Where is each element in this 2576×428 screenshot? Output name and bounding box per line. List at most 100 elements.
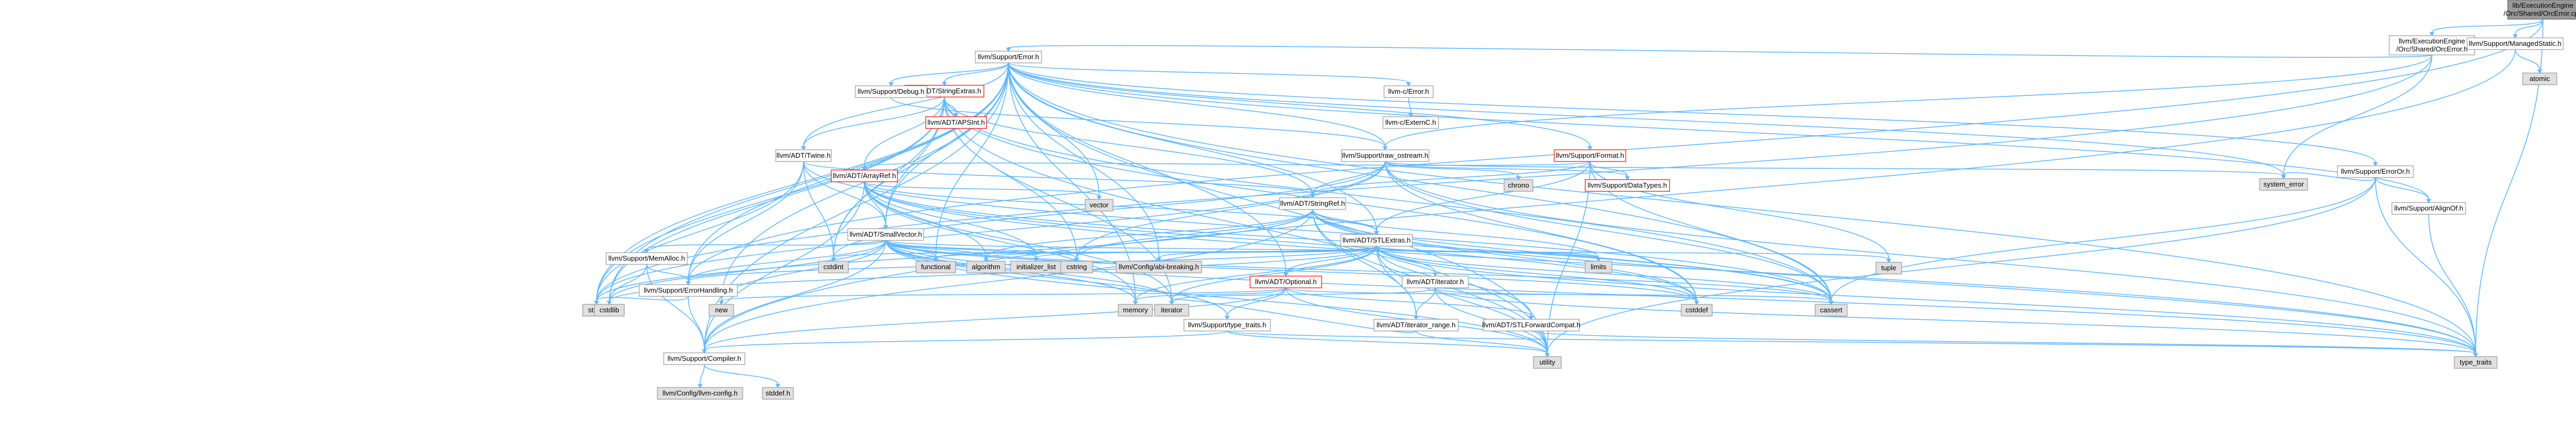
node-box-cassert [1815,304,1848,317]
graph-nodes: lib/ExecutionEngine/Orc/Shared/OrcError.… [582,0,2576,400]
node-label-orcerror_h: llvm/ExecutionEngine [2399,37,2465,45]
edge-error_h-to-cassert [1008,62,1832,302]
edge-stringextras-to-twine [803,96,945,147]
edge-error_h-to-smallvector [885,62,1009,226]
edge-stlextras-to-iterator [1171,246,1377,302]
edge-arrowhead-stlextras-to-algorithm [983,257,989,262]
node-new: new [709,304,734,317]
node-externc[interactable]: llvm-c/ExternC.h [1382,116,1439,129]
edge-iterator_h-to-iterator [1171,287,1436,302]
edge-format_h-to-datatypes [1589,161,1628,177]
edge-root-to-orcerror_h [2431,19,2543,33]
node-box-error_h [975,51,1042,63]
node-iterator_h[interactable]: llvm/ADT/iterator.h [1402,276,1469,288]
node-box-limits [1585,261,1612,273]
node-label-type_traits_h: llvm/Support/type_traits.h [1188,321,1267,329]
edge-arrowhead-iterator_h-to-iterator_range [1413,316,1419,320]
node-erroror[interactable]: llvm/Support/ErrorOr.h [2337,165,2414,178]
node-stlforward[interactable]: llvm/ADT/STLForwardCompat.h [1482,319,1580,332]
node-raw_ostream[interactable]: llvm/Support/raw_ostream.h [1341,149,1429,162]
edge-error_h-to-system_error [1008,62,2284,176]
node-orcerror_h[interactable]: llvm/ExecutionEngine/Orc/Shared/OrcError… [2389,35,2475,55]
node-label-algorithm: algorithm [972,263,1000,271]
edge-arrowhead-stlextras-to-initializer_list [1033,257,1039,262]
edge-error_h-to-erroror [1008,62,2376,163]
edge-format_h-to-stlextras [1376,161,1591,232]
edge-errorhandling-to-string [596,296,689,302]
node-label-iterator: iterator [1161,306,1183,314]
edge-iterator_h-to-iterator_range [1416,287,1436,317]
edge-compiler-to-llvm_config [699,364,705,385]
edge-arrayref-to-memory [864,181,1136,302]
node-arrayref[interactable]: llvm/ADT/ArrayRef.h [831,169,898,182]
node-box-cstring [1060,261,1093,273]
edge-arrowhead-format_h-to-stringref [1310,194,1315,198]
node-datatypes[interactable]: llvm/Support/DataTypes.h [1585,179,1670,192]
edge-arrowhead-iterator_range-to-iterator [1169,301,1174,305]
edge-orcerror_h-to-error_h [1008,45,2432,58]
node-stringref[interactable]: llvm/ADT/StringRef.h [1279,197,1346,210]
edge-arrowhead-type_traits_h-to-compiler [702,349,707,353]
node-label-datatypes: llvm/Support/DataTypes.h [1588,181,1667,189]
edge-arrowhead-optional-to-stlforward [1529,316,1534,320]
edge-error_h-to-memory [1008,62,1136,302]
node-iterator_range[interactable]: llvm/ADT/iterator_range.h [1373,319,1459,332]
node-stlextras[interactable]: llvm/ADT/STLExtras.h [1340,234,1413,247]
edge-error_h-to-format_h [1008,62,1591,147]
node-label-debug_h: llvm/Support/Debug.h [857,87,924,95]
node-box-optional [1250,276,1322,288]
edge-stringref-to-cassert [1312,209,1832,302]
edge-erroror-to-cassert [1831,177,2376,302]
edge-stringref-to-algorithm [985,209,1313,259]
edge-stringref-to-cstring [1076,209,1313,259]
node-label-stlforward: llvm/ADT/STLForwardCompat.h [1482,321,1580,329]
edge-arrowhead-type_traits_h-to-type_traits [2473,353,2478,357]
edge-type_traits_h-to-utility [1227,330,1548,354]
node-alignof[interactable]: llvm/Support/AlignOf.h [2391,202,2466,215]
edge-iterator_h-to-cstddef [1435,287,1697,302]
node-managedstatic[interactable]: llvm/Support/ManagedStatic.h [2467,37,2564,50]
node-box-orcerror_h [2389,35,2475,55]
edge-arrowhead-stlextras-to-abibreaking [1156,257,1162,262]
node-label-error_h: llvm/Support/Error.h [978,53,1039,61]
node-optional[interactable]: llvm/ADT/Optional.h [1250,276,1322,288]
node-compiler[interactable]: llvm/Support/Compiler.h [663,352,745,365]
node-label-managedstatic: llvm/Support/ManagedStatic.h [2469,39,2561,47]
edge-raw_ostream-to-cassert [1385,161,1832,302]
edge-smallvector-to-errorhandling [688,240,886,282]
node-box-new [709,304,734,317]
node-llvmc_error[interactable]: llvm-c/Error.h [1384,85,1434,98]
node-box-functional [916,261,956,273]
node-error_h[interactable]: llvm/Support/Error.h [975,51,1042,63]
node-box-iterator [1154,304,1189,317]
node-box-stddef [762,387,794,400]
node-debug_h[interactable]: llvm/Support/Debug.h [855,85,927,98]
edge-error_h-to-utility [1008,62,1548,354]
edge-arrayref-to-type_traits [864,181,2476,354]
node-root: lib/ExecutionEngine/Orc/Shared/OrcError.… [2503,0,2576,20]
node-format_h[interactable]: llvm/Support/Format.h [1554,149,1626,162]
node-apsint[interactable]: llvm/ADT/APSInt.h [925,116,987,129]
node-smallvector[interactable]: llvm/ADT/SmallVector.h [847,228,924,241]
node-label-erroror: llvm/Support/ErrorOr.h [2341,167,2410,175]
edge-type_traits_h-to-type_traits [1227,330,2476,354]
node-box-memalloc [606,252,688,265]
graph-edges [594,19,2543,388]
node-box-root [2507,0,2576,20]
node-box-type_traits [2454,356,2498,369]
node-type_traits_h[interactable]: llvm/Support/type_traits.h [1183,319,1271,332]
edge-arrowhead-arrayref-to-vector [1096,196,1102,200]
edge-arrowhead-compiler-to-llvm_config [697,384,703,388]
edge-memalloc-to-errorhandling [646,264,689,282]
node-tuple: tuple [1875,262,1902,274]
node-box-tuple [1875,262,1902,274]
node-type_traits: type_traits [2454,356,2498,369]
edge-arrowhead-erroror-to-alignof [2426,199,2431,203]
node-errorhandling[interactable]: llvm/Support/ErrorHandling.h [639,284,738,297]
node-box-errorhandling [639,284,738,297]
node-memalloc[interactable]: llvm/Support/MemAlloc.h [606,252,688,265]
edge-arrowhead-llvmc_error-to-externc [1408,113,1413,117]
edge-twine-to-cstdint [803,161,834,259]
node-twine[interactable]: llvm/ADT/Twine.h [775,149,832,162]
edge-arrowhead-compiler-to-stddef [775,384,781,388]
